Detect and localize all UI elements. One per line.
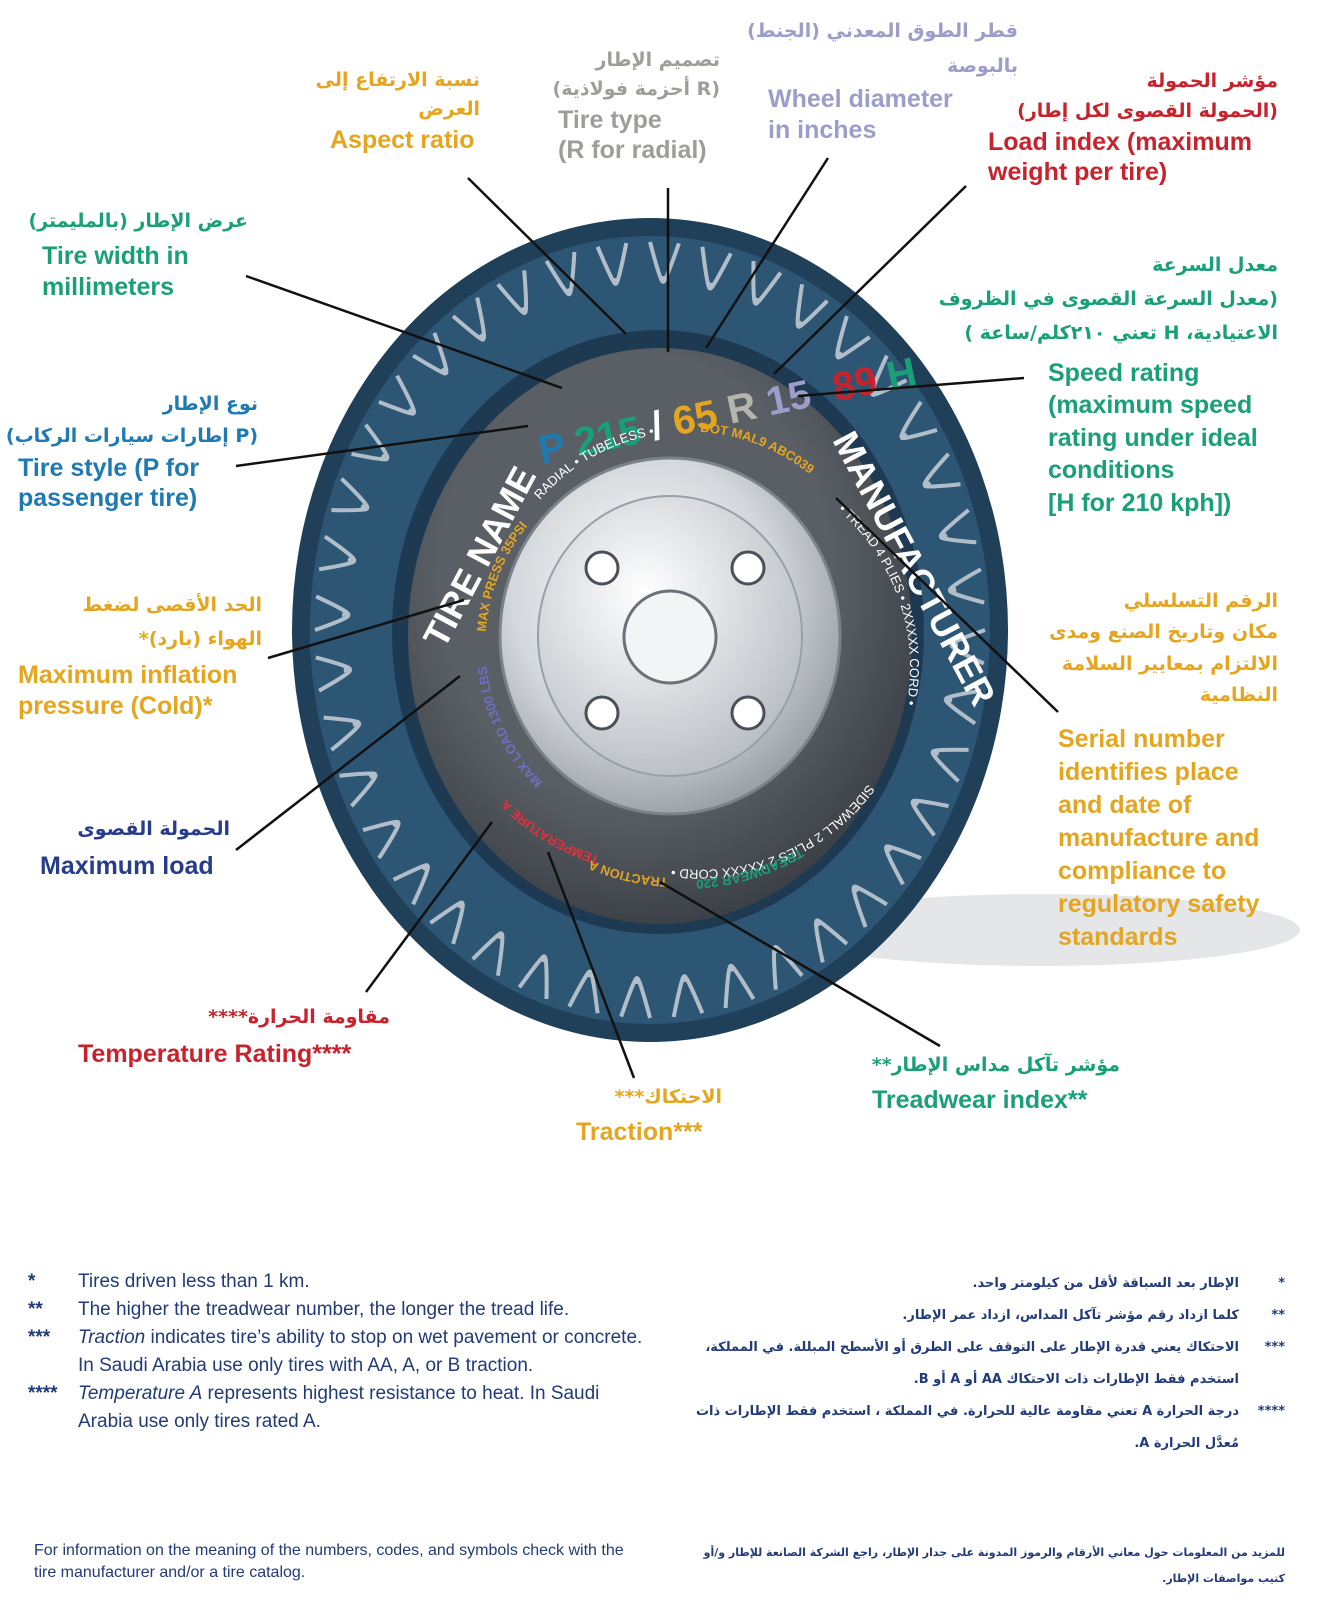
footer-arabic: للمزيد من المعلومات حول معاني الأرقام وا… [703,1546,1285,1585]
footnote: ***الاحتكاك يعني قدرة الإطار على التوقف … [705,1340,1285,1387]
tread-lug [930,747,969,783]
lug-hole [730,550,766,586]
label-maximum-load: الحمولة القصوى Maximum load [40,818,230,881]
size-rim: 15 [762,372,815,424]
leader-lines [235,157,1059,1079]
tread-lug [544,251,577,297]
tread-lug [378,374,416,416]
tread-lug [392,863,430,906]
tread-lug [939,508,977,545]
footnotes-english: *Tires driven less than 1 km. **The high… [28,1268,648,1436]
label-load-index: مؤشر الحمولة(الحمولة القصوى لكل إطار) Lo… [988,70,1278,187]
tread-lug [595,242,629,286]
leader-aspect [467,177,627,335]
tread-lug [318,534,356,572]
wheel-center-bore [622,589,718,685]
leader-temperature [364,821,494,993]
tread-lug [700,246,733,291]
tread-lug [899,400,938,441]
footnote: **كلما ازداد رقم مؤشر تآكل المداس، ازداد… [902,1308,1285,1323]
label-tire-style: نوع الإطار(P إطارات سيارات الركاب) Tire … [5,393,258,513]
tread-lug [835,315,871,360]
lug-hole [730,695,766,731]
tread-lug [339,771,378,808]
tread-lug [884,844,922,886]
lug-hole [584,550,620,586]
leader-max-load [235,675,461,851]
label-tire-type: تصميم الإطار(R أحزمة فولاذية) Tire type(… [552,49,720,165]
footnote: *الإطار بعد السباقة لأقل من كيلومتر واحد… [972,1276,1285,1291]
tread-lug [314,594,351,632]
tread-lug [648,241,681,284]
label-speed-rating: معدل السرعة(معدل السرعة القصوى في الظروف… [938,254,1278,517]
tread-lug [671,974,705,1018]
footer-english: For information on the meaning of the nu… [34,1542,624,1581]
tread-lug [331,477,370,513]
tread-lug [362,819,401,860]
tread-lug [851,884,888,928]
tread-lug [323,715,361,752]
tread-lug [429,900,465,945]
tread-lug [910,798,949,837]
leader-traction [546,851,636,1079]
tread-lug [496,270,529,315]
tread-lug [814,918,849,963]
tread-lug [619,976,652,1019]
size-aspect: 65 [669,392,722,444]
tread-lug [412,332,449,376]
tread-lug [471,931,505,977]
tread-lug [723,963,756,1009]
tread-lug [795,283,829,329]
label-wheel-diameter: قطر الطوق المعدني (الجنط)بالبوصة Wheel d… [747,20,1018,144]
tread-lug [922,452,961,489]
tread-lug [351,423,390,462]
label-treadwear-index: مؤشر تآكل مداس الإطار** Treadwear index*… [871,1054,1120,1115]
tread-lug [567,969,600,1014]
label-traction: الاحتكاك*** Traction*** [576,1086,722,1147]
tread-lug [315,655,352,693]
tread-lug [751,260,783,306]
footnote: *Tires driven less than 1 km. [28,1271,310,1292]
tire [292,218,1008,1042]
footnote: ****Temperature A represents highest res… [28,1383,600,1432]
leader-load-index [773,185,967,375]
tread-lug [517,954,549,1000]
leader-serial [835,497,1059,713]
leader-diameter [704,157,830,349]
leader-pressure [267,598,465,660]
leader-speed [797,376,1025,398]
footnote: **The higher the treadwear number, the l… [28,1299,570,1320]
leader-style [235,424,529,468]
leader-treadwear [659,880,941,1048]
tread-lug [944,688,982,726]
footnote: ****درجة الحرارة A تعني مقاومة عالية للح… [695,1404,1285,1451]
tread-lug [948,567,985,605]
label-temperature-rating: مقاومة الحرارة**** Temperature Rating***… [78,1006,390,1069]
tread-lug [451,297,486,342]
footnotes-arabic: *الإطار بعد السباقة لأقل من كيلومتر واحد… [665,1268,1285,1460]
leader-width [245,274,563,390]
tread-lug [949,628,986,666]
footnote: ***Traction indicates tire’s ability to … [28,1327,643,1376]
lug-hole [584,695,620,731]
size-load: 89 [828,358,881,410]
